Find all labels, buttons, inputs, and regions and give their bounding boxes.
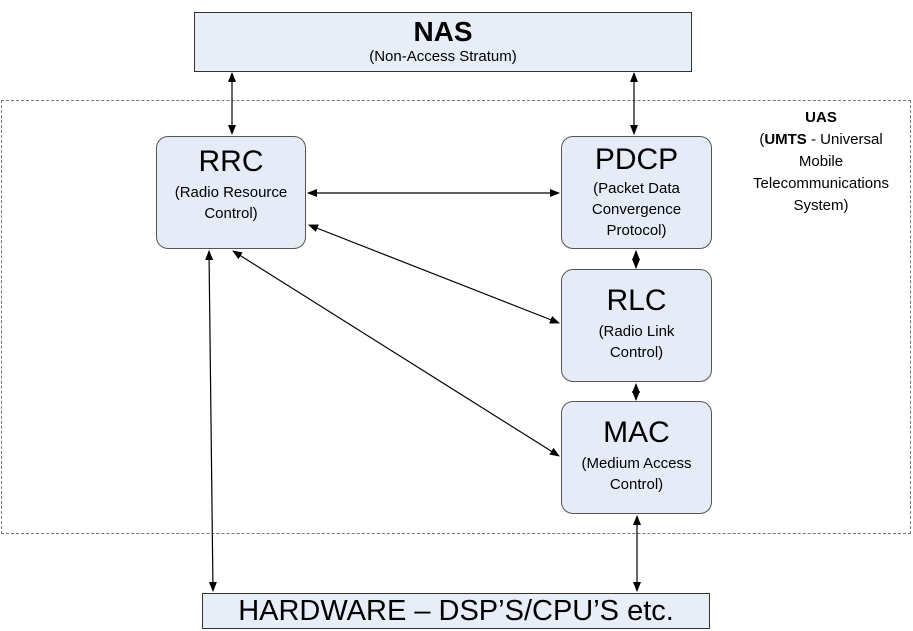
mac-title: MAC <box>603 416 670 449</box>
hardware-box: HARDWARE – DSP’S/CPU’S etc. <box>202 593 710 629</box>
pdcp-title: PDCP <box>594 143 679 176</box>
uas-title: UAS <box>805 109 837 126</box>
uas-line1: (UMTS - Universal <box>759 131 883 148</box>
uas-line4: System) <box>793 197 849 214</box>
mac-line1: (Medium Access <box>581 455 692 472</box>
rlc-title: RLC <box>606 284 667 317</box>
uas-boundary <box>1 100 911 534</box>
pdcp-box: PDCP (Packet Data Convergence Protocol) <box>561 136 712 249</box>
arrow-rrc-hardware <box>205 250 217 592</box>
hardware-label: HARDWARE – DSP’S/CPU’S etc. <box>238 595 674 627</box>
rrc-box: RRC (Radio Resource Control) <box>156 136 306 249</box>
umts-label: UMTS <box>764 131 807 148</box>
arrow-rrc-rlc <box>308 224 560 324</box>
rrc-title: RRC <box>198 145 264 178</box>
uas-line2: Mobile <box>798 153 844 170</box>
uas-line3: Telecommunications <box>753 175 889 192</box>
pdcp-line2: Convergence <box>591 201 682 218</box>
pdcp-line1: (Packet Data <box>593 180 680 197</box>
nas-box: NAS (Non-Access Stratum) <box>194 12 692 72</box>
arrow-rrc-mac <box>232 250 560 457</box>
rlc-line1: (Radio Link <box>598 323 675 340</box>
nas-subtitle: (Non-Access Stratum) <box>369 48 517 65</box>
rlc-box: RLC (Radio Link Control) <box>561 269 712 382</box>
rlc-line2: Control) <box>609 344 664 361</box>
nas-title: NAS <box>413 16 473 47</box>
pdcp-line3: Protocol) <box>606 222 667 239</box>
uas-label: UAS (UMTS - Universal Mobile Telecommuni… <box>726 107 913 217</box>
rrc-line1: (Radio Resource <box>174 184 288 201</box>
mac-line2: Control) <box>609 476 664 493</box>
mac-box: MAC (Medium Access Control) <box>561 401 712 514</box>
rrc-line2: Control) <box>204 205 258 222</box>
